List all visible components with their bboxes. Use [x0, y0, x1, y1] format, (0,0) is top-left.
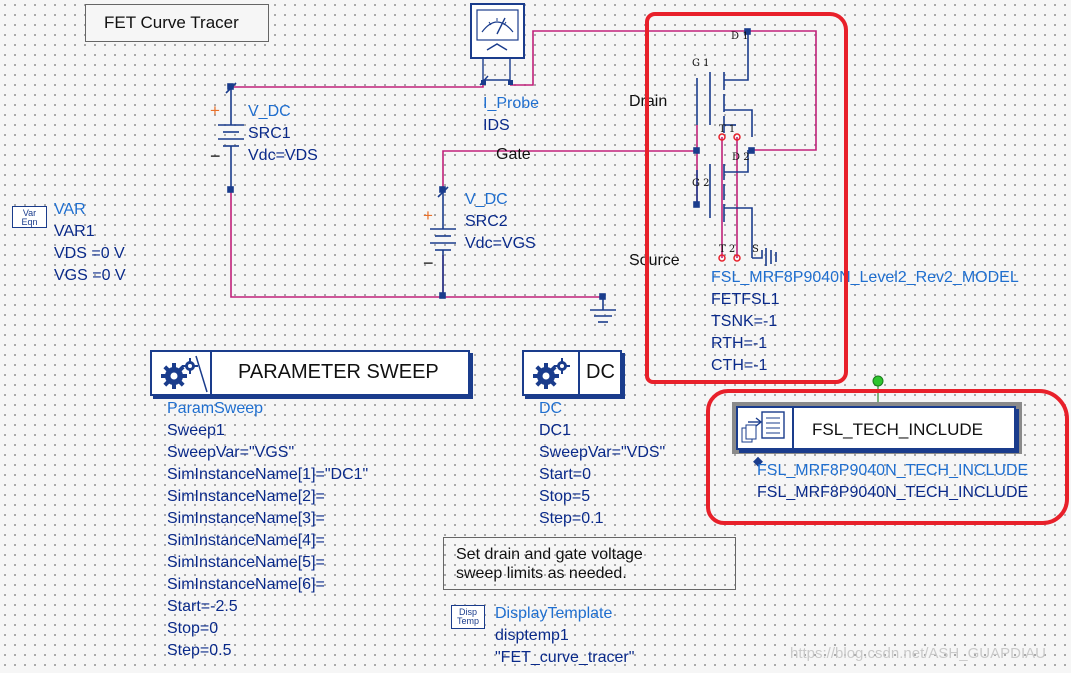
src1-plus-sign: +: [210, 101, 220, 120]
include-file-icon: [738, 408, 794, 448]
var-icon-line1: Var: [22, 208, 37, 218]
fet-cth: CTH=-1: [711, 357, 768, 374]
sweep-sim-5: SimInstanceName[5]=: [167, 554, 325, 571]
dc-gear-icon: [524, 352, 580, 394]
fet-pin-d1: D 1: [731, 31, 749, 42]
src2-value: Vdc=VGS: [465, 235, 536, 252]
var-name: VAR1: [54, 223, 95, 240]
fet-pin-d2: D 2: [732, 152, 750, 163]
display-template-type: DisplayTemplate: [495, 605, 613, 622]
fet-model: FSL_MRF8P9040N_Level2_Rev2_MODEL: [711, 269, 1019, 286]
net-label-gate[interactable]: Gate: [496, 146, 531, 163]
sweep-start: Start=-2.5: [167, 598, 238, 615]
fet-pin-t1: T 1: [719, 124, 736, 135]
src2-plus-sign: +: [423, 206, 433, 225]
dc-label[interactable]: DC DC1 SweepVar="VDS" Start=0 Stop=5 Ste…: [539, 398, 665, 530]
fet-symbol[interactable]: [693, 28, 777, 266]
sweep-var: SweepVar="VGS": [167, 444, 295, 461]
sweep-type: ParamSweep: [167, 400, 264, 417]
tech-include-component[interactable]: FSL_TECH_INCLUDE: [736, 406, 1016, 450]
gear-icon: [152, 352, 212, 394]
dc-stop: Stop=5: [539, 488, 591, 505]
dc-type: DC: [539, 400, 563, 417]
dc-start: Start=0: [539, 466, 592, 483]
wire-probe-to-drain: [510, 30, 817, 151]
probe-name: IDS: [483, 117, 510, 134]
fet-label[interactable]: FSL_MRF8P9040N_Level2_Rev2_MODEL FETFSL1…: [711, 267, 1019, 377]
fet-pin-s: S: [752, 244, 759, 255]
src1-value: Vdc=VDS: [248, 147, 318, 164]
fet-instance: FETFSL1: [711, 291, 780, 308]
note-line-2: sweep limits as needed.: [456, 565, 627, 582]
parameter-sweep-header: PARAMETER SWEEP: [238, 361, 439, 383]
sweep-sim-6: SimInstanceName[6]=: [167, 576, 325, 593]
src1-type: V_DC: [248, 103, 291, 120]
src2-name: SRC2: [465, 213, 508, 230]
sweep-name: Sweep1: [167, 422, 225, 439]
sweep-step: Step=0.5: [167, 642, 232, 659]
probe-label[interactable]: I_Probe IDS: [483, 93, 539, 137]
display-template-value: "FET_curve_tracer": [495, 649, 635, 666]
display-template-label[interactable]: DisplayTemplate disptemp1 "FET_curve_tra…: [495, 603, 634, 669]
wire-src2-to-gate: [442, 150, 697, 190]
fet-pin-t2: T 2: [719, 244, 736, 255]
fet-node-markers: [718, 133, 741, 262]
display-template-icon[interactable]: Disp Temp: [451, 605, 485, 629]
src2-minus-sign: −: [423, 253, 434, 273]
src1-label[interactable]: V_DC SRC1 Vdc=VDS: [248, 101, 318, 167]
battery-src2[interactable]: [430, 186, 456, 299]
parameter-sweep-label[interactable]: ParamSweep Sweep1 SweepVar="VGS" SimInst…: [167, 398, 368, 662]
var-type: VAR: [54, 201, 86, 218]
annotation-fet-highlight: [645, 12, 848, 384]
fet-pin-g1: G 1: [692, 58, 710, 69]
parameter-sweep-component[interactable]: PARAMETER SWEEP: [150, 350, 470, 396]
var-label[interactable]: VAR VAR1 VDS =0 V VGS =0 V: [54, 199, 126, 287]
sweep-sim-1: SimInstanceName[1]="DC1": [167, 466, 369, 483]
tech-include-type: FSL_MRF8P9040N_TECH_INCLUDE: [757, 462, 1029, 479]
fet-rth: RTH=-1: [711, 335, 768, 352]
dc-sweepvar: SweepVar="VDS": [539, 444, 666, 461]
probe-type: I_Probe: [483, 95, 540, 112]
current-probe-icon[interactable]: [470, 3, 525, 86]
diamond-marker-icon: [753, 456, 763, 467]
note-line-1: Set drain and gate voltage: [456, 546, 643, 563]
src1-minus-sign: −: [210, 146, 221, 166]
sweep-sim-4: SimInstanceName[4]=: [167, 532, 325, 549]
watermark-text: https://blog.csdn.net/ASH_GUAPDIAU: [790, 645, 1046, 662]
ground-icon: [590, 293, 616, 323]
sweep-sim-3: SimInstanceName[3]=: [167, 510, 325, 527]
annotation-include-highlight: [706, 389, 1069, 525]
src2-label[interactable]: V_DC SRC2 Vdc=VGS: [465, 189, 536, 255]
sweep-stop: Stop=0: [167, 620, 219, 637]
var-vds: VDS =0 V: [54, 245, 125, 262]
sweep-sim-2: SimInstanceName[2]=: [167, 488, 325, 505]
src1-name: SRC1: [248, 125, 291, 142]
dc-simulation-component[interactable]: DC: [522, 350, 622, 396]
tech-include-name: FSL_MRF8P9040N_TECH_INCLUDE: [757, 484, 1029, 501]
dc-step: Step=0.1: [539, 510, 604, 527]
wire-src1-to-ground: [230, 190, 603, 298]
battery-src1[interactable]: [218, 82, 244, 193]
tech-include-header: FSL_TECH_INCLUDE: [812, 420, 983, 439]
note-box[interactable]: Set drain and gate voltage sweep limits …: [443, 537, 736, 590]
wire-src1-to-probe: [230, 80, 484, 88]
src2-type: V_DC: [465, 191, 508, 208]
var-icon-line2: Eqn: [21, 217, 38, 227]
schematic-title-box: FET Curve Tracer: [85, 4, 269, 42]
tech-include-label[interactable]: FSL_MRF8P9040N_TECH_INCLUDE FSL_MRF8P904…: [757, 460, 1028, 504]
dc-name: DC1: [539, 422, 572, 439]
net-label-source[interactable]: Source: [629, 252, 680, 269]
var-vgs: VGS =0 V: [54, 267, 126, 284]
connection-node-icon: [872, 375, 884, 387]
dc-header: DC: [586, 361, 615, 383]
fet-tsnk: TSNK=-1: [711, 313, 778, 330]
fet-pin-g2: G 2: [692, 178, 710, 189]
disp-icon-line2: Temp: [456, 616, 479, 626]
display-template-name: disptemp1: [495, 627, 569, 644]
var-eqn-icon[interactable]: Var Eqn: [12, 206, 47, 228]
disp-icon-line1: Disp: [458, 607, 477, 617]
